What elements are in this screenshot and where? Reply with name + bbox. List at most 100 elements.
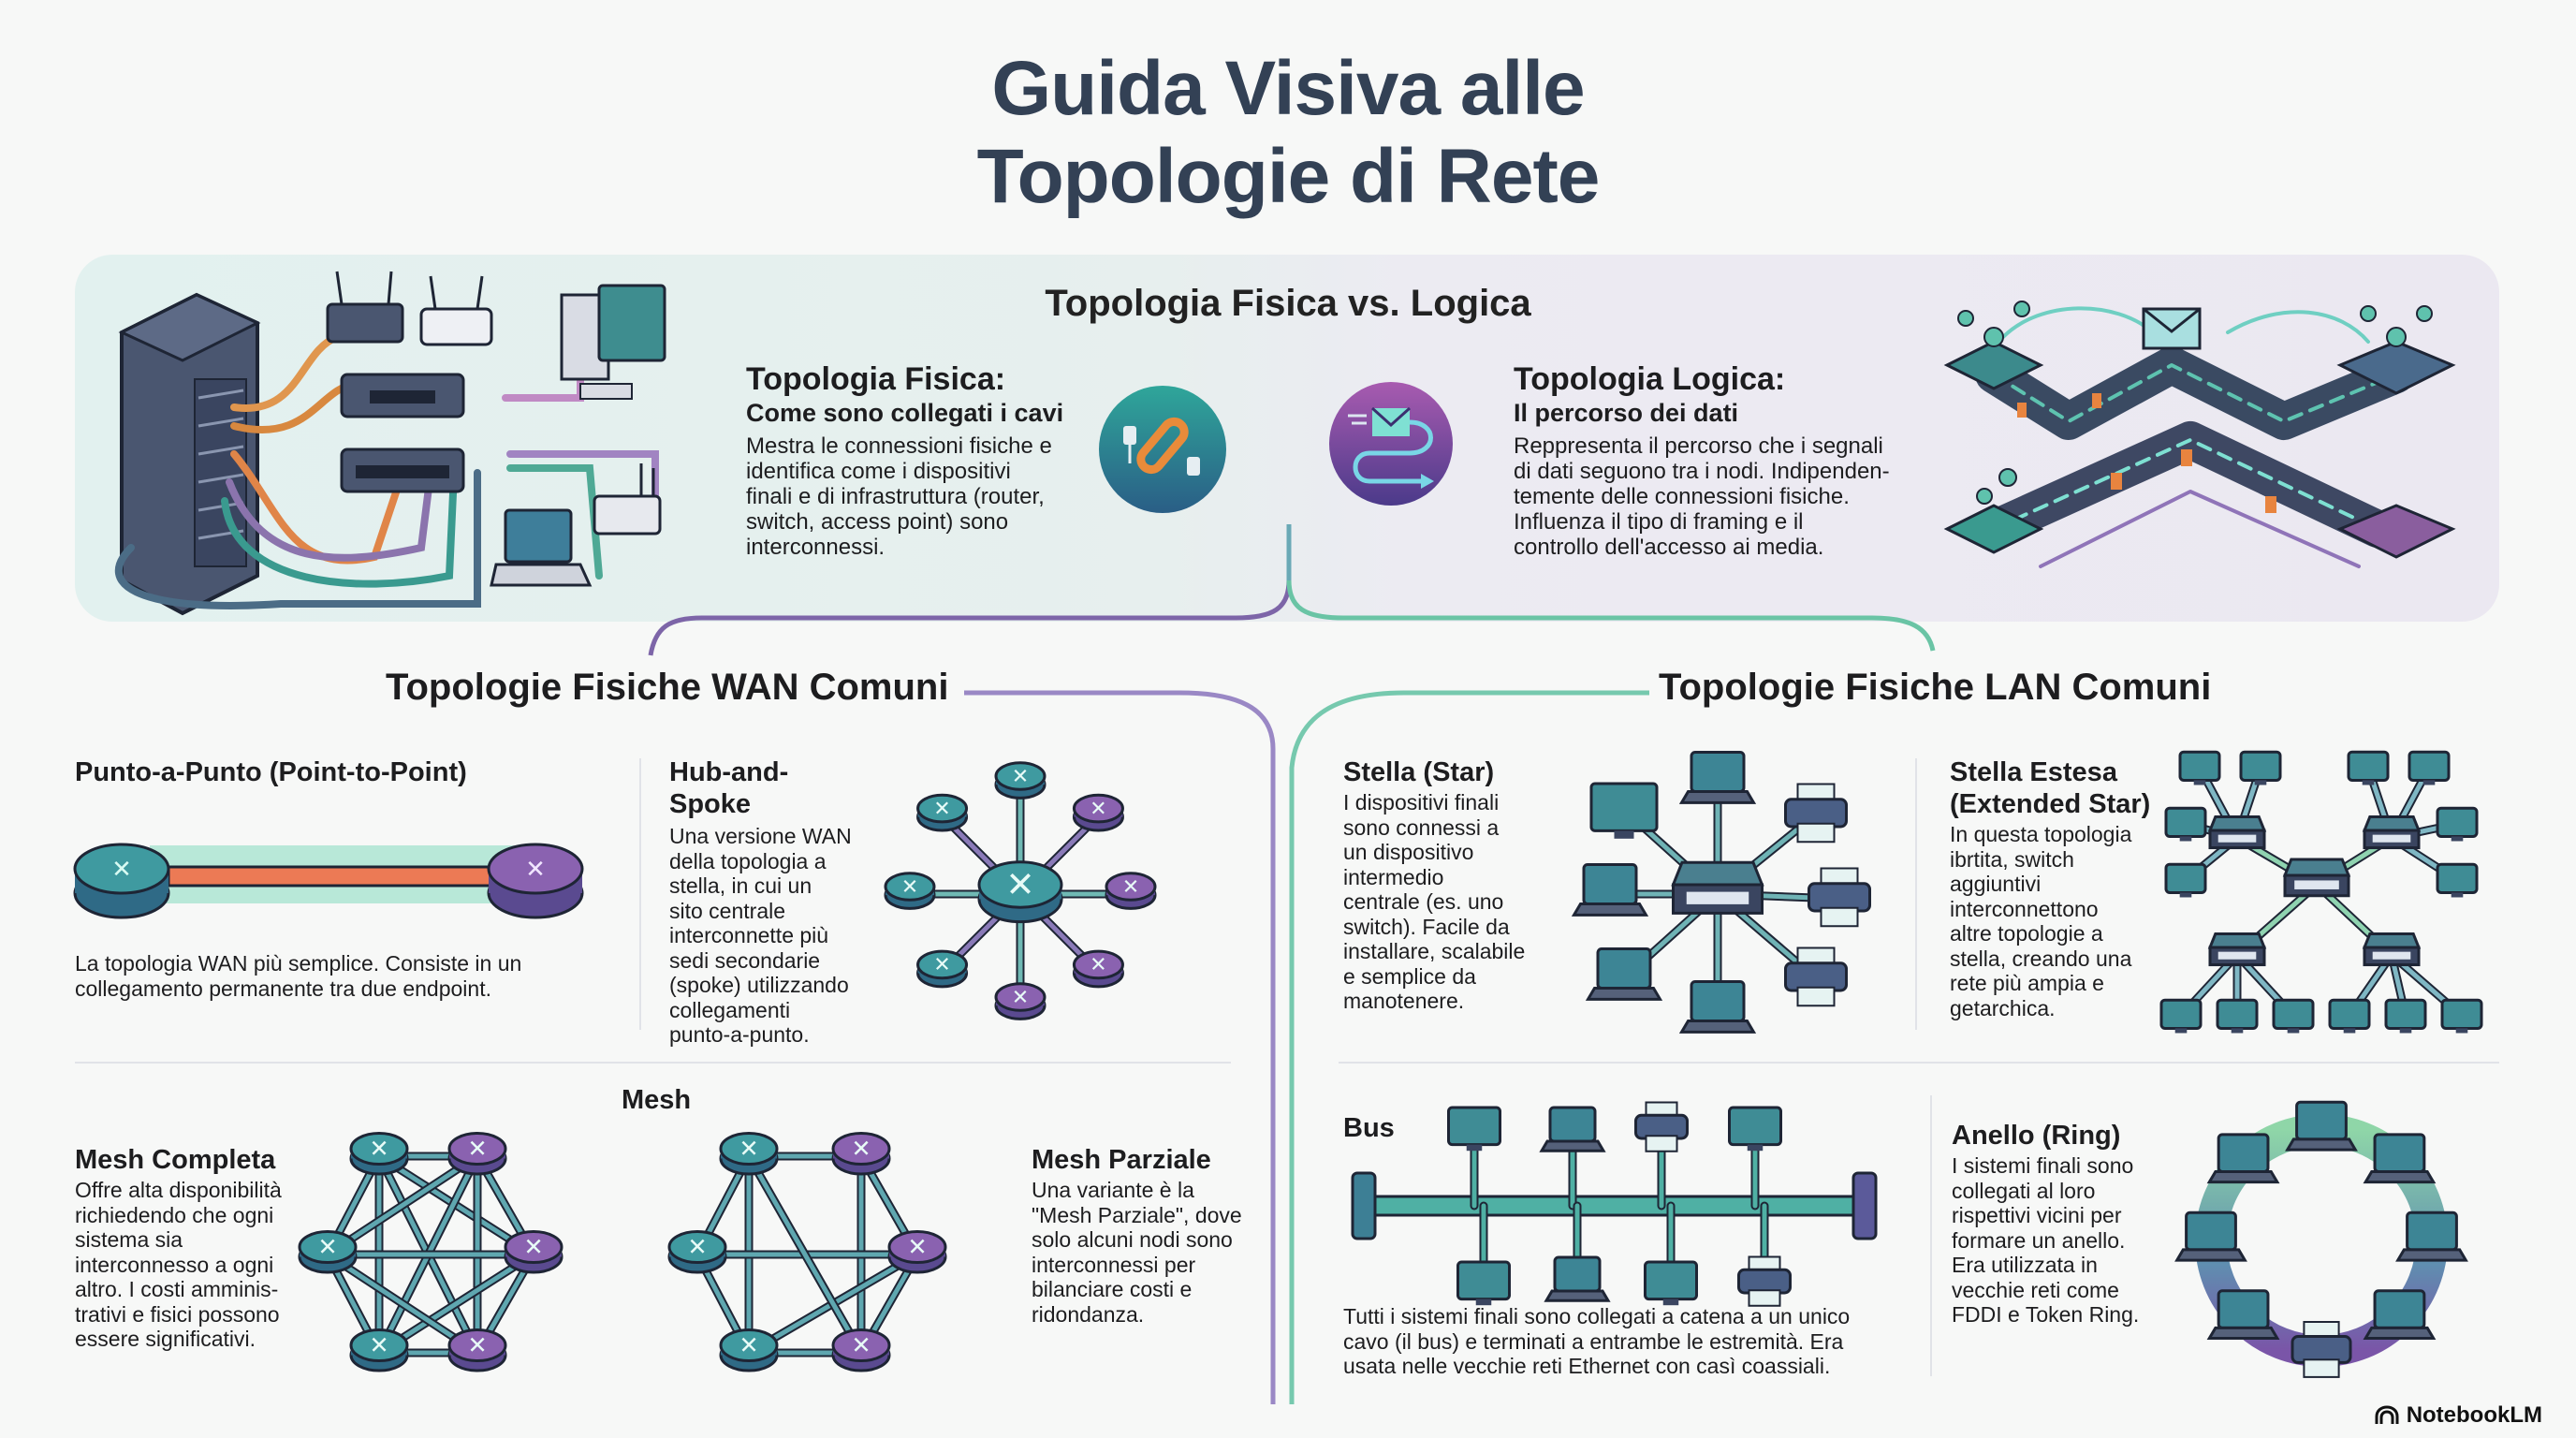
spoke-router-icon: ✕ — [1072, 949, 1124, 989]
star-block: Stella (Star) I dispositivi finali sono … — [1343, 756, 1549, 1014]
extended-star-block: Stella Estesa (Extended Star) In questa … — [1950, 756, 2165, 1020]
router-icon-purple: ✕ — [487, 843, 584, 919]
svg-text:✕: ✕ — [901, 874, 919, 899]
text-line: getarchica. — [1950, 995, 2056, 1020]
svg-text:✕: ✕ — [523, 1233, 543, 1261]
extended-star-title-2: (Extended Star) — [1950, 789, 2151, 819]
desktop-computer-icon — [2216, 998, 2259, 1034]
server-rack-icon — [118, 292, 261, 616]
svg-text:✕: ✕ — [739, 1135, 758, 1163]
envelope-icon — [2142, 307, 2202, 350]
mesh-router-icon: ✕ — [504, 1230, 564, 1274]
mesh-router-icon: ✕ — [719, 1328, 779, 1372]
router-icon-teal: ✕ — [73, 843, 170, 919]
node-platform — [1943, 504, 2044, 554]
text-line: interconnesso a ogni — [75, 1252, 274, 1277]
mesh-router-icon: ✕ — [349, 1328, 409, 1372]
mesh-router-icon: ✕ — [298, 1230, 358, 1274]
text-line: solo alcuni nodi sono — [1032, 1227, 1233, 1252]
mesh-full-title: Mesh Completa — [75, 1145, 276, 1175]
central-switch-icon — [1671, 860, 1764, 915]
svg-text:✕: ✕ — [933, 953, 951, 977]
physical-description: Mestra le connessioni fisiche e identifi… — [746, 433, 1120, 560]
svg-text:✕: ✕ — [111, 856, 132, 884]
laptop-icon — [1585, 947, 1663, 1001]
text-line: centrale (es. uno — [1343, 889, 1504, 914]
laptop-icon — [1544, 1255, 1611, 1302]
svg-text:✕: ✕ — [739, 1331, 758, 1359]
desktop-computer-icon — [2164, 806, 2207, 842]
data-path-envelope-icon — [1329, 382, 1453, 506]
text-line: bilanciare costi e — [1032, 1277, 1193, 1301]
wireless-router-icon — [593, 463, 662, 536]
extended-star-description: In questa topologia ibrtita, switch aggi… — [1950, 822, 2165, 1020]
text-line: altro. I costi amminis- — [75, 1277, 279, 1301]
desktop-computer-icon — [2347, 750, 2390, 785]
desktop-computer-icon — [1644, 1260, 1698, 1306]
desktop-computer-icon — [1447, 1106, 1501, 1152]
switch-icon — [2207, 815, 2267, 850]
text-line: ibrtita, switch — [1950, 846, 2074, 872]
text-line: stella, creando una — [1950, 946, 2132, 971]
laptop-icon — [2395, 1211, 2468, 1262]
desktop-computer-icon — [2440, 998, 2483, 1034]
mesh-heading: Mesh — [622, 1085, 692, 1115]
core-switch-icon — [2282, 858, 2351, 898]
bus-cable — [1369, 1195, 1860, 1217]
physical-topology-block: Topologia Fisica: Come sono collegati i … — [746, 360, 1120, 560]
comparison-heading: Topologia Fisica vs. Logica — [1045, 283, 1531, 324]
svg-text:✕: ✕ — [525, 856, 546, 884]
switch-icon — [2207, 932, 2267, 967]
text-line: interconnessi. — [746, 535, 886, 560]
svg-text:✕: ✕ — [851, 1331, 871, 1359]
logical-data-path-illustration — [1943, 301, 2456, 568]
p2p-title: Punto-a-Punto (Point-to-Point) — [75, 757, 467, 787]
text-line: interconnessi per — [1032, 1252, 1196, 1277]
cable-plug-icon — [1099, 386, 1226, 513]
text-line: altre topologie a — [1950, 921, 2103, 946]
mesh-router-icon: ✕ — [447, 1328, 507, 1372]
logical-subtitle: Il percorso dei dati — [1514, 399, 1739, 427]
text-line: "Mesh Parziale", dove — [1032, 1202, 1242, 1227]
text-line: sono connessi a — [1343, 814, 1500, 840]
mesh-full-description: Offre alta disponibilità richiedendo che… — [75, 1178, 290, 1352]
switch-icon — [340, 448, 465, 493]
extended-star-title-1: Stella Estesa — [1950, 757, 2117, 787]
hub-spoke-block: Hub-and-Spoke Una versione WAN della top… — [669, 756, 856, 1048]
title-line-2: Topologie di Rete — [976, 134, 1601, 219]
spoke-router-icon: ✕ — [884, 872, 936, 910]
svg-text:✕: ✕ — [687, 1233, 707, 1261]
extended-star-diagram — [2159, 750, 2483, 1034]
mesh-partial-block: Mesh Parziale Una variante è la "Mesh Pa… — [1032, 1144, 1256, 1327]
text-line: intermedio — [1343, 864, 1444, 889]
desktop-computer-icon — [1589, 782, 1659, 839]
spoke-router-icon: ✕ — [994, 982, 1046, 1020]
partial-mesh-diagram: ✕✕✕✕✕✕ — [667, 1132, 947, 1372]
laptop-icon — [2206, 1289, 2280, 1341]
node-platform — [1943, 340, 2044, 390]
printer-icon — [1808, 867, 1871, 928]
svg-text:✕: ✕ — [1012, 985, 1030, 1009]
text-line: manotenere. — [1343, 989, 1465, 1013]
text-line: In questa topologia — [1950, 822, 2132, 846]
desktop-computer-icon — [2328, 998, 2371, 1034]
text-line: essere significativi. — [75, 1327, 256, 1351]
text-line: Offre alta disponibilità — [75, 1178, 282, 1202]
desktop-computer-icon — [2239, 750, 2282, 785]
star-diagram — [1571, 751, 1871, 1034]
text-line: identifica come i dispositivi — [746, 459, 1011, 484]
svg-text:✕: ✕ — [467, 1331, 487, 1359]
laptop-icon — [2363, 1133, 2437, 1184]
text-line: sedi secondarie — [669, 947, 821, 973]
logical-topology-block: Topologia Logica: Il percorso dei dati R… — [1514, 360, 1925, 560]
text-line: stella, in cui un — [669, 873, 812, 898]
text-line: formare un anello. — [1952, 1227, 2126, 1253]
text-line: sito centrale — [669, 898, 786, 923]
desktop-computer-icon — [2159, 998, 2203, 1034]
physical-subtitle: Come sono collegati i cavi — [746, 399, 1064, 427]
divider — [1339, 1062, 2499, 1064]
ring-title: Anello (Ring) — [1952, 1121, 2121, 1151]
link-line — [746, 1153, 864, 1356]
text-line: Influenza il tipo di framing e il — [1514, 509, 1804, 535]
